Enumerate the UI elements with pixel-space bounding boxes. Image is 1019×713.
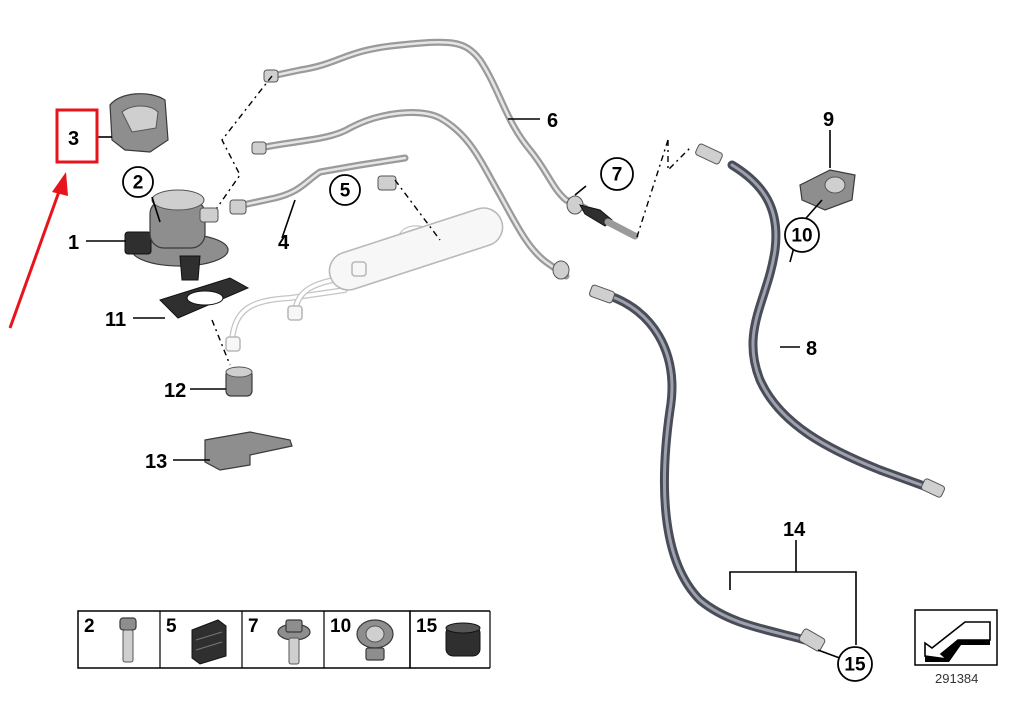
table-cell-10: 10 [330,616,351,637]
callout-5: 5 [340,181,351,202]
table-cell-5: 5 [166,616,177,637]
highlight-annotation [8,108,99,329]
callout-8: 8 [806,338,817,360]
small-parts-table: 2 5 7 10 15 [77,610,491,669]
callout-12: 12 [164,380,186,402]
circled-callouts: 2 5 7 10 15 [122,157,873,682]
table-cell-15: 15 [416,616,438,637]
high-pressure-lines [229,38,639,280]
callout-14: 14 [783,519,806,541]
part-1-pump [124,189,229,281]
callout-2: 2 [133,173,144,194]
callout-3: 3 [68,128,79,150]
callout-7: 7 [612,165,623,186]
callout-4: 4 [278,232,290,254]
bolt-icon [277,619,311,665]
assembly-lines [211,75,691,366]
fuel-hoses [589,143,946,652]
highlight-arrow [8,185,63,329]
callout-11: 11 [105,309,126,331]
highlight-box [55,108,99,164]
callout-15: 15 [844,655,866,676]
callout-6: 6 [547,110,558,132]
orientation-arrow-icon [924,621,991,662]
callout-10: 10 [791,226,812,247]
grommet-icon [191,619,227,665]
callout-labels: 1 3 4 6 8 9 11 12 13 14 [68,109,834,541]
callout-9: 9 [823,109,834,131]
callout-1: 1 [68,232,79,254]
sleeve-icon [445,622,481,657]
table-cell-7: 7 [248,616,259,637]
table-cell-2: 2 [84,616,95,637]
part-13-bracket [204,431,293,471]
part-9-bracket [799,169,856,211]
screw-icon [119,617,137,663]
fuel-rail-ghost [225,207,504,352]
part-12-sleeve [225,366,253,397]
part-3-bracket [109,93,169,153]
part-11-gasket [159,277,250,319]
reference-box: 291384 [914,609,998,686]
clip-icon [356,619,394,661]
callout-13: 13 [145,451,167,473]
reference-code: 291384 [935,671,978,686]
